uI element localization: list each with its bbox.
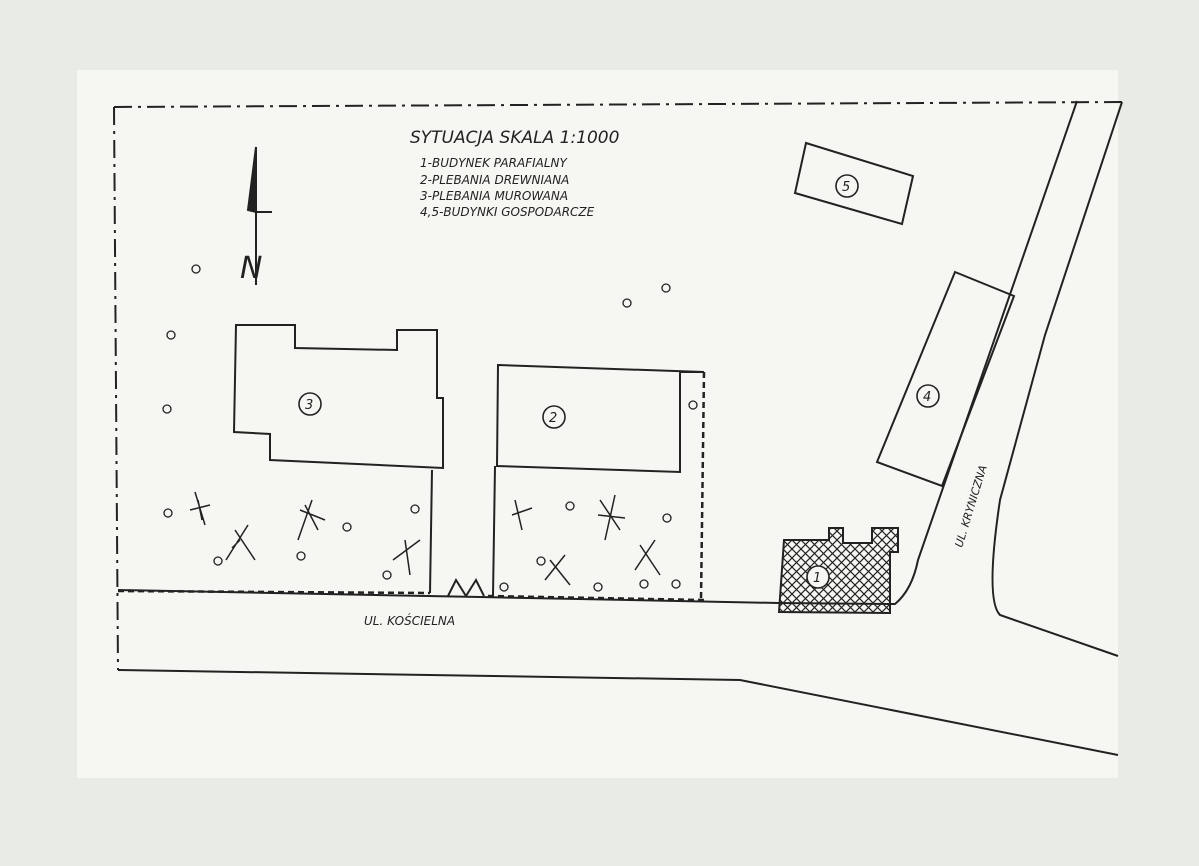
legend-item-3: 3-PLEBANIA MUROWANA [420, 189, 568, 203]
legend-item-4: 4,5-BUDYNKI GOSPODARCZE [420, 205, 595, 219]
plan-title: SYTUACJA SKALA 1:1000 [410, 128, 619, 148]
building-1 [777, 527, 899, 615]
building-2-number: 2 [549, 411, 557, 426]
north-label: N [240, 251, 262, 286]
building-5 [793, 141, 915, 226]
street-lines [117, 100, 1123, 756]
building-3-number: 3 [305, 398, 313, 413]
tree-markers [162, 264, 698, 592]
building-3-label [298, 392, 322, 416]
legend-item-2: 2-PLEBANIA DREWNIANA [420, 173, 569, 187]
building-4 [875, 270, 1016, 488]
legend-item-1: 1-BUDYNEK PARAFIALNY [420, 156, 569, 170]
building-4-label [916, 384, 940, 408]
building-2-label [542, 405, 566, 429]
building-5-label [835, 174, 859, 198]
building-2 [495, 363, 705, 474]
building-3 [232, 324, 444, 470]
building-1-number: 1 [813, 571, 821, 586]
fence-line [117, 371, 706, 602]
building-1-label [806, 565, 830, 589]
building-5-number: 5 [842, 180, 850, 195]
property-boundary [113, 101, 1123, 671]
shrub-markers [189, 491, 661, 586]
gate [429, 465, 496, 598]
street-label-koscielna: UL. KOŚCIELNA [364, 613, 455, 628]
north-arrow-icon [246, 146, 272, 285]
building-4-number: 4 [923, 390, 931, 405]
